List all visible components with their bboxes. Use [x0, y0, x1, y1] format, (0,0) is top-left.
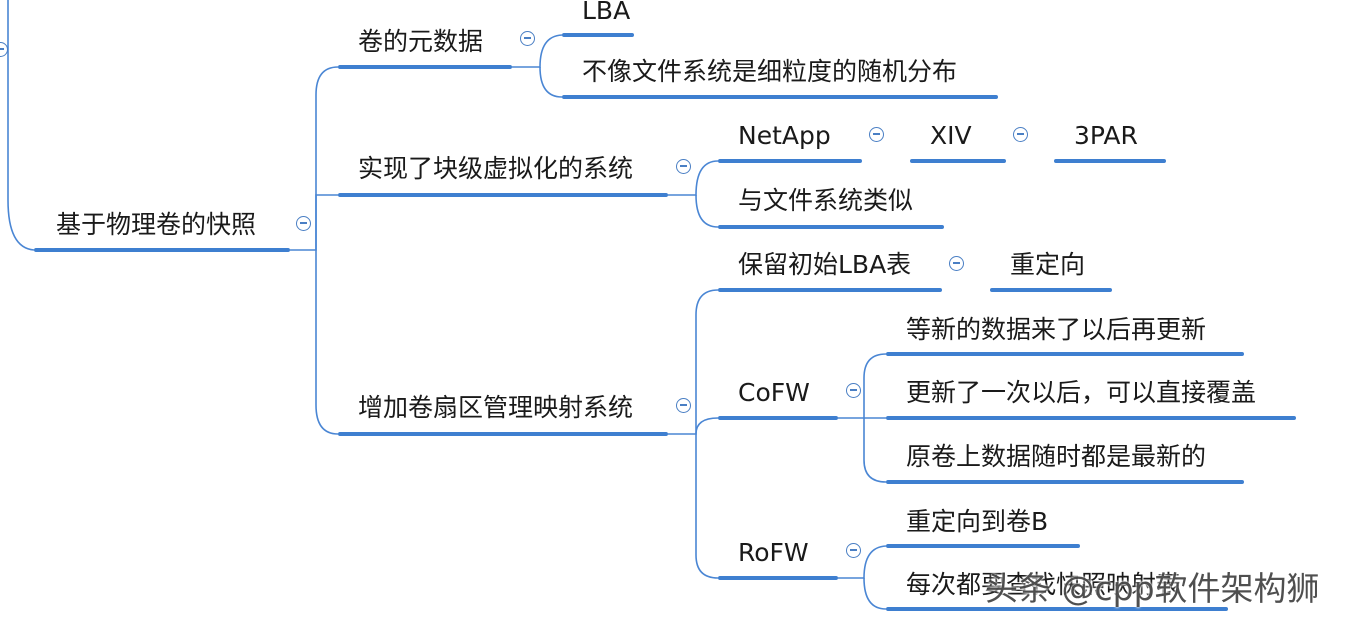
connector-edge-to-root	[7, 0, 35, 251]
underline-cofw-1	[886, 352, 1244, 356]
node-metadata[interactable]: 卷的元数据	[358, 27, 484, 56]
underline-random	[562, 95, 998, 99]
underline-rofw	[718, 576, 838, 580]
collapse-icon-rofw[interactable]	[846, 543, 861, 558]
underline-cofw-2	[886, 416, 1296, 420]
connector-blockvirt-similar	[695, 194, 719, 228]
underline-netapp	[718, 159, 862, 163]
node-cofw-2[interactable]: 更新了一次以后，可以直接覆盖	[906, 378, 1257, 407]
collapse-icon-sector-map[interactable]	[676, 398, 691, 413]
connector-cofw-3	[863, 418, 887, 483]
collapse-icon-xiv[interactable]	[1013, 127, 1028, 142]
connector-rofw-2	[863, 577, 887, 610]
underline-cofw	[718, 416, 838, 420]
connector-cofw-1	[838, 353, 887, 419]
connector-sectormap-rofw	[695, 434, 719, 579]
connector-sectormap-cofw	[695, 417, 719, 435]
underline-metadata	[338, 65, 512, 69]
node-cofw-3[interactable]: 原卷上数据随时都是最新的	[906, 442, 1207, 471]
connector-metadata-random	[539, 66, 563, 98]
node-rofw-2[interactable]: 每次都要查找快照映射表	[906, 570, 1182, 599]
underline-sector-map	[338, 432, 668, 436]
connector-root-blockvirt	[315, 194, 338, 250]
connector-root-metadata	[290, 66, 339, 251]
connector-root-sectormap	[315, 250, 339, 435]
node-cofw-1[interactable]: 等新的数据来了以后再更新	[906, 315, 1207, 344]
connector-rofw-1	[838, 545, 887, 579]
connector-sectormap-keeplba	[668, 289, 719, 435]
underline-similar-fs	[718, 225, 944, 229]
underline-lba	[562, 33, 634, 37]
node-redirect[interactable]: 重定向	[1010, 250, 1086, 279]
underline-redirect	[990, 288, 1112, 292]
node-sector-map[interactable]: 增加卷扇区管理映射系统	[358, 393, 634, 422]
node-rofw[interactable]: RoFW	[738, 538, 809, 567]
underline-rofw-2	[886, 607, 1228, 611]
node-lba[interactable]: LBA	[582, 0, 631, 25]
collapse-icon-root[interactable]	[296, 216, 311, 231]
node-keep-lba[interactable]: 保留初始LBA表	[738, 250, 912, 279]
node-xiv[interactable]: XIV	[930, 121, 972, 150]
underline-keep-lba	[718, 288, 942, 292]
node-block-virt[interactable]: 实现了块级虚拟化的系统	[358, 154, 634, 183]
underline-block-virt	[338, 193, 668, 197]
collapse-icon-netapp[interactable]	[869, 127, 884, 142]
collapse-icon-block-virt[interactable]	[676, 159, 691, 174]
node-similar-fs[interactable]: 与文件系统类似	[738, 186, 914, 215]
collapse-icon-keep-lba[interactable]	[949, 256, 964, 271]
connector-blockvirt-netapp	[668, 160, 719, 196]
node-netapp[interactable]: NetApp	[738, 121, 831, 150]
node-rofw-1[interactable]: 重定向到卷B	[906, 507, 1049, 536]
watermark: 头条 @cpp软件架构狮	[985, 569, 1320, 608]
underline-rofw-1	[886, 544, 1080, 548]
node-3par[interactable]: 3PAR	[1074, 121, 1138, 150]
underline-3par	[1054, 159, 1166, 163]
underline-cofw-3	[886, 480, 1244, 484]
underline-xiv	[910, 159, 1006, 163]
node-root[interactable]: 基于物理卷的快照	[56, 210, 257, 239]
node-cofw[interactable]: CoFW	[738, 378, 810, 407]
collapse-icon-metadata[interactable]	[520, 31, 535, 46]
connector-metadata-lba	[512, 34, 563, 68]
underline-root	[34, 248, 290, 252]
collapse-icon-cofw[interactable]	[846, 383, 861, 398]
node-random[interactable]: 不像文件系统是细粒度的随机分布	[582, 57, 958, 86]
